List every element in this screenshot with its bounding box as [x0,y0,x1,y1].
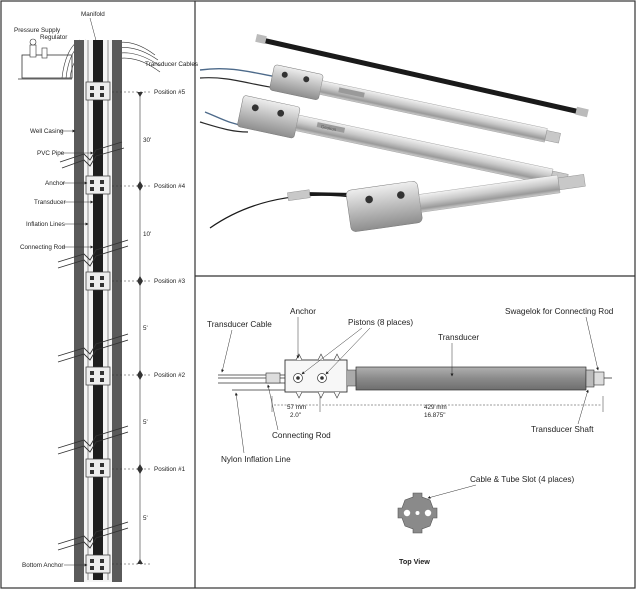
leader-swagelok [585,316,599,371]
pvc-pipe [93,40,103,580]
leader-connecting-rod-schematic [267,384,279,431]
top-view-drawing [397,492,438,534]
anchor-4 [85,175,111,195]
label-position-4: Position #4 [154,183,186,190]
bottom-anchor [85,554,111,574]
top-view-hole-center [415,511,420,515]
dim-57mm: 57 mm [287,404,306,411]
well-diagram-panel: Pressure Supply Regulator Manifold Trans… [14,11,198,582]
label-pressure-supply: Pressure Supply [14,27,61,34]
label-position-2: Position #2 [154,372,186,379]
regulator-gauge-icon [29,38,37,46]
schematic-panel: 57 mm 2.0" 429 mm 16.875" Transducer Cab… [207,307,614,566]
photo-cable-4 [199,121,249,133]
label-spacing-5c: 5' [143,515,148,522]
label-pvc-pipe: PVC Pipe [37,150,65,157]
label-spacing-5a: 5' [143,325,148,332]
label-spacing-10: 10' [143,231,151,238]
anchor-5 [85,81,111,101]
schematic-anchor-teeth [295,353,341,399]
label-manifold: Manifold [81,11,105,18]
anchor-3 [85,271,111,291]
label-position-1: Position #1 [154,466,186,473]
label-transducer-cable: Transducer Cable [207,320,272,329]
leader-cable-tube-slot [427,484,477,499]
anchor-1 [85,458,111,478]
label-spacing-5b: 5' [143,419,148,426]
photo-cable-5 [209,194,361,229]
label-connecting-rod-schematic: Connecting Rod [272,431,331,440]
position-guides [112,91,152,565]
top-view-hole-right [424,509,432,517]
leader-transducer-cable [221,329,233,373]
label-transducer-cables: Transducer Cables [145,61,198,68]
manifold-box [21,54,73,79]
schematic-neck [347,369,357,387]
label-pistons: Pistons (8 places) [348,318,413,327]
product-photo-panel: Geokon [199,33,589,232]
schematic-left-swagelok [265,372,281,384]
leader-transducer-shaft [577,389,589,425]
schematic-transducer-shaft [585,369,595,388]
dimension-ticks [137,92,143,564]
photo-cable-2 [199,77,277,89]
dim-16in: 16.875" [424,412,446,419]
photo-brand-text: Geokon [320,124,337,132]
photo-connecting-rod [259,37,583,115]
label-nylon-inflation-line: Nylon Inflation Line [221,455,291,464]
break-lines [57,141,129,551]
label-position-3: Position #3 [154,278,186,285]
well-casing-right [112,40,122,582]
label-swagelok: Swagelok for Connecting Rod [505,307,614,316]
dim-2in: 2.0" [290,412,301,419]
label-well-casing: Well Casing [30,128,64,135]
photo-transducer-1 [269,64,561,144]
label-anchor-schematic: Anchor [290,307,316,316]
schematic-right-swagelok [593,371,605,386]
pressure-bottle [29,44,37,58]
label-top-view: Top View [399,557,430,566]
photo-rod-fitting-top [255,33,267,45]
photo-rod-fitting-bottom [575,106,589,118]
label-regulator: Regulator [40,34,67,41]
label-anchor: Anchor [45,180,65,187]
well-casing-left [74,40,84,582]
anchor-2 [85,366,111,386]
leader-nylon-inflation-line [234,392,245,454]
label-transducer-schematic: Transducer [438,333,479,342]
regulator-body [41,47,48,59]
label-spacing-30: 30' [143,137,151,144]
schematic-transducer-body [355,366,587,391]
label-inflation-lines: Inflation Lines [26,221,65,228]
leader-piston-2 [325,327,371,375]
label-transducer-shaft: Transducer Shaft [531,425,594,434]
surface-equipment [18,38,161,80]
photo-transducer-3 [287,174,586,232]
piston-icon-2-core [320,376,324,380]
leader-piston-1 [301,327,363,375]
label-position-5: Position #5 [154,89,186,96]
top-view-hole-left [403,509,411,517]
label-cable-tube-slot: Cable & Tube Slot (4 places) [470,475,574,484]
label-connecting-rod: Connecting Rod [20,244,66,251]
photo-cable-1 [199,68,283,79]
piston-icon-1-core [296,376,300,380]
label-transducer: Transducer [34,199,66,206]
dim-429mm: 429 mm [424,404,447,411]
label-bottom-anchor: Bottom Anchor [22,562,63,569]
